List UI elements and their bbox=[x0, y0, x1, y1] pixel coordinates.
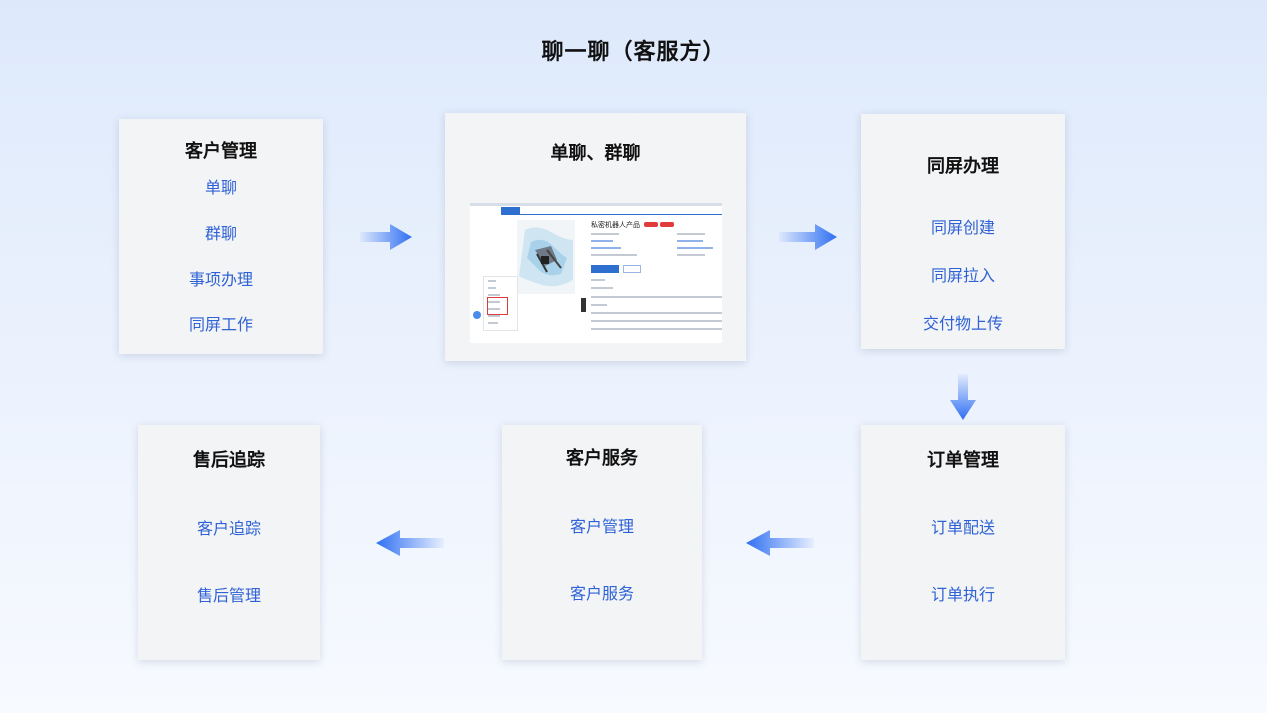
screenshot-text-line bbox=[591, 287, 613, 289]
menu-line bbox=[488, 301, 500, 303]
item-same-screen-create: 同屏创建 bbox=[930, 220, 995, 237]
item-customer-service: 客户服务 bbox=[569, 586, 634, 603]
screenshot-text-line bbox=[591, 328, 722, 330]
card-title: 订单管理 bbox=[927, 450, 999, 470]
screenshot-primary-button bbox=[591, 265, 619, 273]
screenshot-tab bbox=[501, 207, 520, 214]
arrow-down-icon bbox=[950, 374, 976, 420]
chat-screenshot: 私密机器人产品 bbox=[470, 203, 722, 343]
card-title: 客户管理 bbox=[185, 141, 257, 161]
map-illustration bbox=[519, 227, 573, 287]
screenshot-text-line bbox=[591, 247, 621, 249]
item-customer-management: 客户管理 bbox=[569, 519, 634, 536]
menu-line bbox=[488, 322, 498, 324]
menu-line bbox=[488, 287, 496, 289]
screenshot-tab-line bbox=[501, 214, 722, 215]
screenshot-text-line bbox=[591, 296, 722, 298]
card-chat: 单聊、群聊 私密机器人产品 bbox=[445, 113, 746, 361]
item-single-chat: 单聊 bbox=[204, 180, 237, 197]
menu-line bbox=[488, 280, 496, 282]
screenshot-drag-handle bbox=[581, 298, 586, 312]
card-customer-service: 客户服务 客户管理 客户服务 bbox=[502, 425, 702, 660]
screenshot-text-line bbox=[677, 233, 705, 235]
screenshot-product-title: 私密机器人产品 bbox=[591, 222, 640, 229]
screenshot-text-line bbox=[591, 304, 607, 306]
card-title: 同屏办理 bbox=[927, 156, 999, 176]
menu-line bbox=[488, 308, 500, 310]
item-order-delivery: 订单配送 bbox=[930, 520, 995, 537]
screenshot-text-line bbox=[591, 254, 637, 256]
screenshot-text-line bbox=[591, 312, 722, 314]
screenshot-text-line bbox=[591, 279, 605, 281]
menu-line bbox=[488, 315, 500, 317]
item-matter-handling: 事项办理 bbox=[188, 272, 253, 289]
screenshot-text-line bbox=[591, 320, 722, 322]
screenshot-text-line bbox=[591, 240, 613, 242]
card-same-screen: 同屏办理 同屏创建 同屏拉入 交付物上传 bbox=[861, 114, 1065, 349]
item-after-sales-management: 售后管理 bbox=[196, 588, 261, 605]
arrow-left-icon bbox=[376, 530, 444, 556]
menu-line bbox=[488, 294, 500, 296]
card-title: 单聊、群聊 bbox=[550, 143, 641, 163]
item-same-screen-work: 同屏工作 bbox=[188, 317, 253, 334]
screenshot-chat-bubble-icon bbox=[473, 311, 481, 319]
item-customer-tracking: 客户追踪 bbox=[196, 521, 261, 538]
card-title: 售后追踪 bbox=[193, 450, 265, 470]
arrow-right-icon bbox=[779, 224, 837, 250]
page-title: 聊一聊（客服方） bbox=[541, 39, 726, 64]
screenshot-sidebar-menu bbox=[483, 276, 518, 331]
screenshot-tag bbox=[660, 222, 674, 227]
screenshot-highlight-box bbox=[487, 297, 508, 315]
screenshot-text-line bbox=[677, 240, 703, 242]
card-order-management: 订单管理 订单配送 订单执行 bbox=[861, 425, 1065, 660]
screenshot-tag bbox=[644, 222, 658, 227]
screenshot-text-line bbox=[677, 247, 713, 249]
screenshot-text-line bbox=[677, 254, 705, 256]
item-group-chat: 群聊 bbox=[204, 226, 237, 243]
item-deliverable-upload: 交付物上传 bbox=[922, 316, 1003, 333]
card-customer-management: 客户管理 单聊 群聊 事项办理 同屏工作 bbox=[119, 119, 323, 354]
arrow-left-icon bbox=[746, 530, 814, 556]
screenshot-top-bar bbox=[470, 203, 722, 206]
card-title: 客户服务 bbox=[566, 448, 638, 468]
item-same-screen-pull: 同屏拉入 bbox=[930, 268, 995, 285]
item-order-execution: 订单执行 bbox=[930, 587, 995, 604]
arrow-right-icon bbox=[360, 224, 412, 250]
screenshot-secondary-button bbox=[623, 265, 641, 273]
screenshot-text-line bbox=[591, 233, 619, 235]
card-after-sales: 售后追踪 客户追踪 售后管理 bbox=[138, 425, 320, 660]
screenshot-map-image bbox=[517, 220, 575, 294]
